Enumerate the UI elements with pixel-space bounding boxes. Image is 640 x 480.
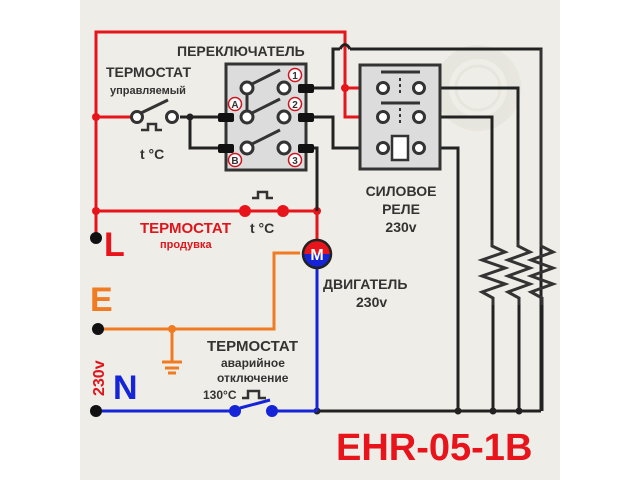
heater-elements <box>477 49 558 305</box>
label-e: E <box>90 281 113 319</box>
junction-dot <box>168 325 176 333</box>
label-n: N <box>113 369 138 407</box>
neutral-wires <box>96 268 319 413</box>
relay-coil-icon <box>390 134 410 162</box>
thermostat-controlled-temp: t °C <box>140 146 164 162</box>
contact-label-1: 1 <box>292 71 298 82</box>
thermostat-emergency-subtitle-1: аварийное <box>221 356 285 370</box>
junction-dot <box>341 84 349 92</box>
motor-symbol: M <box>310 247 323 264</box>
common-label-b: B <box>231 156 238 167</box>
thermostat-emergency-subtitle-2: отключение <box>217 371 289 385</box>
junction-dots <box>186 113 523 415</box>
thermostat-controlled-subtitle: управляемый <box>110 85 186 97</box>
thermostat-blower[interactable] <box>239 190 289 217</box>
thermostat-blower-title: ТЕРМОСТАТ <box>140 220 231 237</box>
thermal-pulse-icon <box>242 389 266 400</box>
thermostat-blower-subtitle: продувка <box>160 239 212 251</box>
terminal-l[interactable] <box>90 232 102 244</box>
thermal-pulse-icon <box>252 190 273 200</box>
thermal-pulse-icon <box>141 122 162 132</box>
motor-voltage: 230v <box>356 294 387 310</box>
common-label-a: A <box>231 100 238 111</box>
power-relay[interactable] <box>358 63 442 171</box>
relay-voltage: 230v <box>385 219 416 235</box>
motor-title: ДВИГАТЕЛЬ <box>323 276 407 292</box>
terminal-e[interactable] <box>92 323 104 335</box>
relay-title-line2: РЕЛЕ <box>382 201 420 217</box>
thermostat-emergency[interactable] <box>229 389 278 417</box>
resistor-icon <box>477 240 510 305</box>
contact-label-2: 2 <box>292 100 298 111</box>
switch-title: ПЕРЕКЛЮЧАТЕЛЬ <box>177 43 305 59</box>
thermostat-controlled[interactable] <box>130 98 179 132</box>
model-title: EHR-05-1B <box>336 427 532 469</box>
earth-wires <box>98 251 300 362</box>
label-voltage: 230v <box>91 360 108 396</box>
junction-dot <box>92 207 100 215</box>
thermostat-controlled-title: ТЕРМОСТАТ <box>106 64 191 80</box>
terminal-n[interactable] <box>90 405 102 417</box>
contact-label-3: 3 <box>292 156 298 167</box>
thermostat-blower-temp: t °C <box>250 220 274 236</box>
resistor-icon <box>503 240 535 305</box>
label-l: L <box>104 226 125 264</box>
relay-title-line1: СИЛОВОЕ <box>366 183 437 199</box>
motor[interactable]: M <box>301 238 333 270</box>
resistor-icon <box>526 49 558 305</box>
thermostat-emergency-title: ТЕРМОСТАТ <box>207 338 298 355</box>
junction-dot <box>92 113 100 121</box>
selector-switch[interactable]: 1 2 3 A B <box>218 62 314 172</box>
thermostat-emergency-temp: 130°C <box>203 388 237 402</box>
ground-icon <box>162 360 182 375</box>
